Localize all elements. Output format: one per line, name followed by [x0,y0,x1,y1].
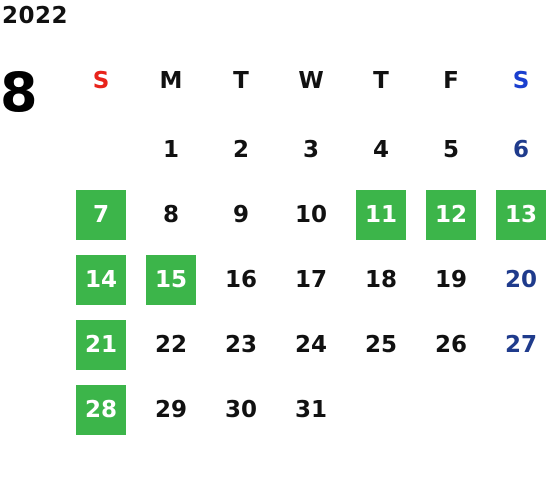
day-cell-highlighted[interactable]: 13 [496,190,546,240]
day-cell[interactable]: 22 [154,332,187,358]
day-cell[interactable]: 1 [162,137,179,163]
weekday-header: F [443,68,459,94]
day-cell[interactable]: 29 [154,397,187,423]
year-label: 2022 [2,3,69,29]
day-cell[interactable]: 23 [224,332,257,358]
day-cell[interactable]: 26 [434,332,467,358]
day-cell-highlighted[interactable]: 14 [76,255,126,305]
day-cell[interactable]: 5 [442,137,459,163]
day-cell[interactable]: 18 [364,267,397,293]
day-cell[interactable]: 27 [504,332,537,358]
day-cell[interactable]: 25 [364,332,397,358]
weekday-header: T [233,68,249,94]
weekday-header: S [512,68,530,94]
day-cell[interactable]: 20 [504,267,537,293]
day-cell-highlighted[interactable]: 7 [76,190,126,240]
day-cell-highlighted[interactable]: 15 [146,255,196,305]
day-cell[interactable]: 8 [162,202,179,228]
day-cell-highlighted[interactable]: 12 [426,190,476,240]
day-cell[interactable]: 6 [512,137,529,163]
weekday-header: S [92,68,110,94]
month-label: 8 [0,61,38,124]
day-cell[interactable]: 16 [224,267,257,293]
day-cell[interactable]: 10 [294,202,327,228]
day-cell[interactable]: 2 [232,137,249,163]
day-cell[interactable]: 31 [294,397,327,423]
day-cell[interactable]: 19 [434,267,467,293]
day-cell[interactable]: 30 [224,397,257,423]
day-cell-highlighted[interactable]: 21 [76,320,126,370]
weekday-header: W [298,68,324,94]
day-cell[interactable]: 9 [232,202,249,228]
day-cell[interactable]: 24 [294,332,327,358]
weekday-header: T [373,68,389,94]
day-cell[interactable]: 17 [294,267,327,293]
day-cell[interactable]: 4 [372,137,389,163]
weekday-header: M [159,68,183,94]
day-cell-highlighted[interactable]: 11 [356,190,406,240]
day-cell[interactable]: 3 [302,137,319,163]
day-cell-highlighted[interactable]: 28 [76,385,126,435]
